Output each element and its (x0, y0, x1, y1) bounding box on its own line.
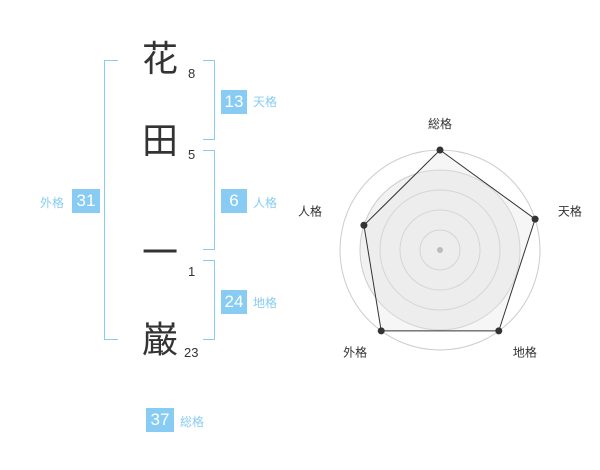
radar-points (360, 146, 539, 335)
kanji-4: 巌 (141, 320, 178, 361)
jinkaku-bracket (203, 150, 215, 250)
chikaku-bracket (203, 260, 215, 340)
chikaku-label: 地格 (253, 296, 278, 310)
jinkaku-value: 6 (221, 189, 247, 213)
jinkaku-label: 人格 (253, 196, 278, 210)
radar-label-1: 天格 (558, 204, 582, 219)
radar-point-3 (377, 327, 385, 335)
tenkaku-bracket (203, 60, 215, 140)
chikaku-value: 24 (221, 290, 247, 314)
kanji-3: 一 (141, 233, 178, 274)
soukaku-label: 総格 (180, 415, 205, 429)
radar-label-2: 地格 (513, 344, 537, 359)
tenkaku-label: 天格 (253, 95, 278, 109)
radar-point-2 (495, 327, 503, 335)
radar-label-0: 総格 (428, 116, 452, 131)
gaikaku-label: 外格 (40, 196, 65, 210)
stroke-count-1: 8 (188, 66, 196, 81)
radar-center-dot (437, 247, 443, 253)
radar-polygon (363, 149, 536, 332)
kanji-1: 花 (141, 39, 178, 80)
radar-label-4: 人格 (298, 204, 322, 219)
gaikaku-value: 31 (72, 189, 100, 213)
stroke-count-4: 23 (184, 345, 199, 360)
radar-point-0 (436, 146, 444, 154)
radar-point-1 (531, 215, 539, 223)
stroke-count-2: 5 (188, 147, 196, 162)
soukaku-value: 37 (146, 408, 174, 432)
gaikaku-bracket (104, 60, 118, 340)
tenkaku-value: 13 (221, 90, 247, 114)
radar-label-3: 外格 (343, 344, 367, 359)
kanji-2: 田 (141, 121, 178, 162)
radar-point-4 (360, 221, 368, 229)
stroke-count-3: 1 (188, 264, 196, 279)
